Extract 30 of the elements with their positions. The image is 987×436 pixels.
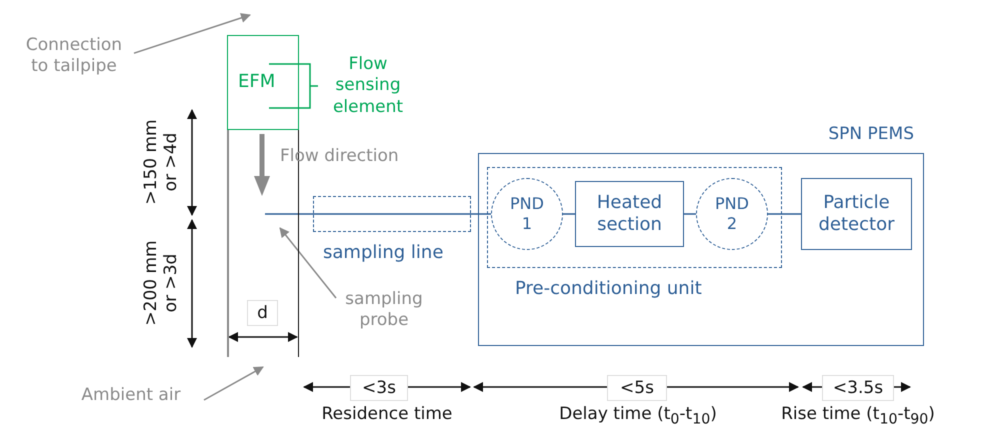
group-label: Pre-conditioning unit bbox=[515, 278, 702, 300]
leader-arrow bbox=[204, 366, 264, 401]
process-box: Particle detector bbox=[801, 178, 912, 250]
connector-line bbox=[563, 213, 575, 215]
connector-line bbox=[684, 213, 696, 215]
callout-text: Connection to tailpipe bbox=[18, 28, 130, 84]
callout-text: sampling probe bbox=[334, 284, 434, 336]
dimension-label: <3.5s bbox=[822, 375, 894, 401]
pnd-circle: PND 1 bbox=[491, 178, 563, 250]
dimension-label: <3s bbox=[350, 375, 408, 401]
connector-line bbox=[768, 213, 801, 215]
process-box: Heated section bbox=[575, 181, 684, 247]
dimension-label: >200 mm or >3d bbox=[141, 240, 182, 326]
callout-text: Flow sensing element bbox=[318, 58, 418, 114]
time-label: Residence time bbox=[320, 404, 454, 424]
time-label: Rise time (t$_{10}$-t$_{90}$) bbox=[780, 404, 936, 428]
time-label: Delay time (t$_{0}$-t$_{10}$) bbox=[558, 404, 718, 428]
leader-bracket bbox=[268, 63, 319, 109]
dimension-label: d bbox=[247, 300, 278, 326]
dimension-label: >150 mm or >4d bbox=[141, 119, 182, 205]
group-title: SPN PEMS bbox=[828, 124, 914, 146]
leader-arrow bbox=[134, 13, 251, 54]
leader-arrow bbox=[279, 227, 337, 298]
callout-text: Ambient air bbox=[66, 382, 196, 410]
sample-line bbox=[471, 213, 491, 215]
pnd-circle: PND 2 bbox=[696, 178, 768, 250]
group-label: sampling line bbox=[323, 242, 444, 264]
sample-line bbox=[299, 213, 313, 215]
flow-meter-box: EFM bbox=[227, 35, 299, 130]
dimension-label: <5s bbox=[607, 375, 667, 401]
